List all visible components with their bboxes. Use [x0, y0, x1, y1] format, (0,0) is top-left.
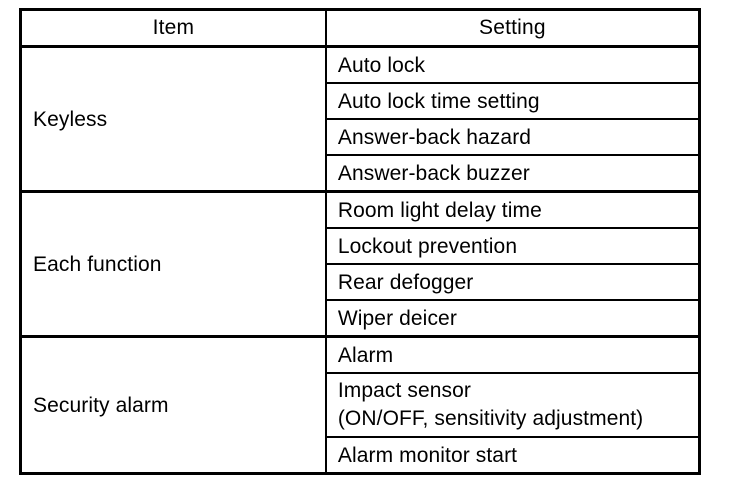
item-group-label: Security alarm [33, 393, 169, 417]
table-row: Impact sensor (ON/OFF, sensitivity adjus… [21, 372, 701, 438]
setting-cell: Impact sensor (ON/OFF, sensitivity adjus… [324, 372, 701, 438]
setting-cell: Answer-back hazard [324, 118, 701, 156]
item-group-cell: Each function [19, 190, 327, 338]
setting-cell: Rear defogger [324, 263, 701, 301]
item-group-cell: Security alarm [19, 335, 327, 475]
item-group-label: Keyless [33, 107, 108, 131]
setting-label: Auto lock [337, 53, 426, 77]
header-label-item: Item [152, 16, 195, 39]
item-group-cell: Keyless [19, 45, 327, 193]
table-header-row: Item Setting [19, 9, 701, 48]
table-row: Answer-back buzzer [21, 154, 701, 193]
setting-cell: Alarm [324, 335, 701, 374]
header-cell-setting: Setting [324, 9, 701, 48]
setting-label: Lockout prevention [337, 234, 518, 258]
header-cell-item: Item [19, 9, 327, 48]
setting-label: Alarm monitor start [337, 443, 518, 467]
setting-label: Answer-back buzzer [337, 161, 530, 185]
table-row: Wiper deicer [21, 299, 701, 338]
item-group-label: Each function [33, 252, 162, 276]
setting-label: Room light delay time [337, 198, 542, 222]
setting-cell: Answer-back buzzer [324, 154, 701, 193]
setting-label: Answer-back hazard [337, 125, 532, 149]
setting-cell: Alarm monitor start [324, 436, 701, 475]
table-row: Lockout prevention [21, 227, 701, 265]
setting-label: Wiper deicer [337, 306, 457, 330]
setting-cell: Auto lock time setting [324, 82, 701, 120]
setting-label: Alarm [337, 343, 394, 367]
table-row: Security alarm Alarm [19, 335, 701, 475]
setting-cell: Room light delay time [324, 190, 701, 229]
setting-cell: Lockout prevention [324, 227, 701, 265]
table-row: Keyless Auto lock [19, 45, 701, 193]
table-row: Rear defogger [21, 263, 701, 301]
setting-label: Impact sensor (ON/OFF, sensitivity adjus… [337, 379, 644, 430]
setting-cell: Wiper deicer [324, 299, 701, 338]
setting-label: Auto lock time setting [337, 89, 540, 113]
setting-label: Rear defogger [337, 270, 474, 294]
header-label-setting: Setting [479, 16, 546, 39]
table-row: Auto lock time setting [21, 82, 701, 120]
table-row: Each function Room light delay time [19, 190, 701, 338]
table-row: Answer-back hazard [21, 118, 701, 156]
table-row: Alarm monitor start [21, 436, 701, 475]
setting-cell: Auto lock [324, 45, 701, 84]
